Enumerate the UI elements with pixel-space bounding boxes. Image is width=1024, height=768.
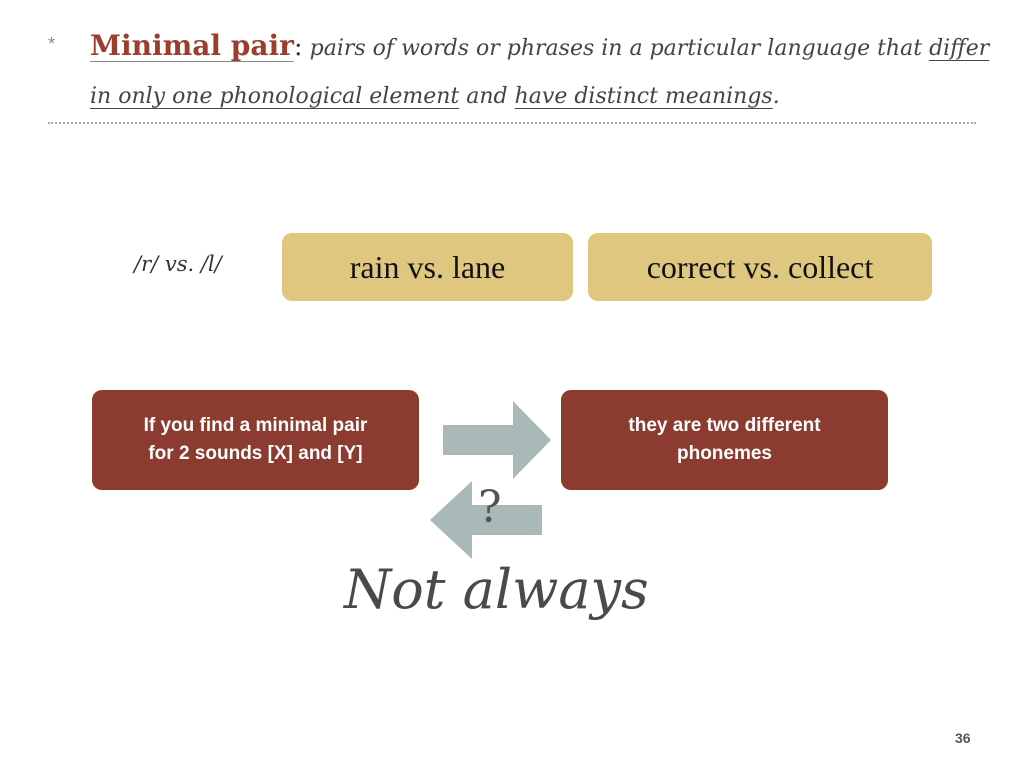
definition-text: Minimal pair: pairs of words or phrases …	[90, 22, 1000, 121]
definition-underline-2: have distinct meanings	[514, 84, 773, 109]
example-box-rain-lane: rain vs. lane	[282, 233, 573, 301]
dotted-divider	[48, 122, 976, 124]
conclusion-box: they are two different phonemes	[561, 390, 888, 490]
arrow-left-icon	[430, 481, 542, 559]
conclusion-line-1: they are two different	[628, 415, 821, 436]
sound-contrast-label: /r/ vs. /l/	[134, 252, 222, 276]
example-2-text: correct vs. collect	[646, 248, 874, 285]
definition-underline-1: differ in only one phonological element	[90, 36, 990, 109]
example-box-correct-collect: correct vs. collect	[588, 233, 932, 301]
not-always-text: Not always	[344, 558, 649, 621]
question-mark: ?	[478, 482, 502, 533]
bullet-marker: *	[48, 34, 56, 54]
page-number: 36	[955, 730, 971, 746]
definition-end: .	[772, 84, 780, 109]
example-1-text: rain vs. lane	[349, 248, 506, 285]
conclusion-line-2: phonemes	[676, 443, 773, 464]
term-colon: :	[293, 32, 303, 62]
arrow-right-icon	[443, 401, 551, 479]
condition-box: If you find a minimal pair for 2 sounds …	[92, 390, 419, 490]
term-minimal-pair: Minimal pair	[90, 29, 294, 62]
condition-line-1: If you find a minimal pair	[143, 415, 368, 436]
condition-line-2: for 2 sounds [X] and [Y]	[148, 443, 363, 464]
definition-part-1: pairs of words or phrases in a particula…	[302, 36, 930, 61]
definition-and: and	[459, 84, 515, 109]
